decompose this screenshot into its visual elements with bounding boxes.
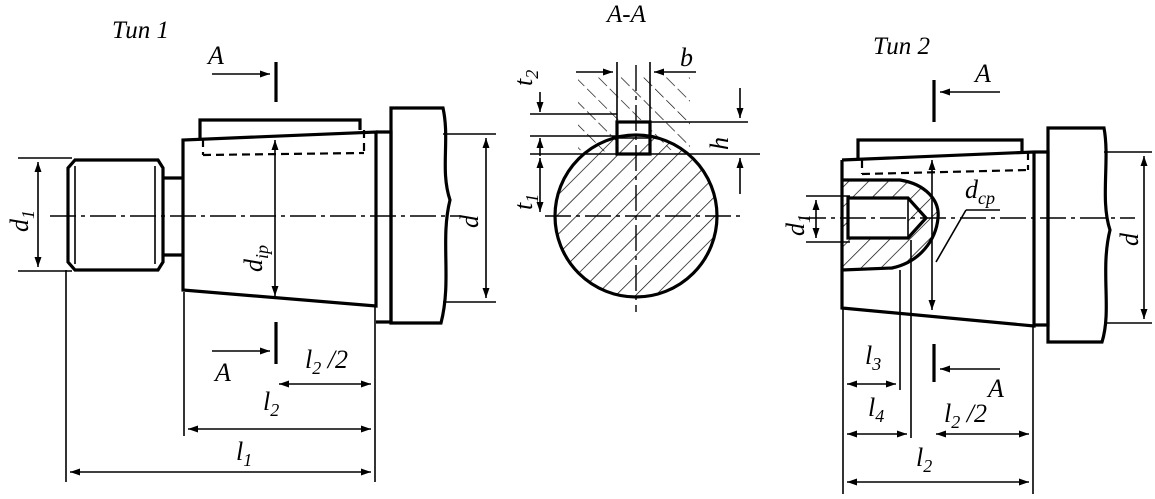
type1-thread bbox=[66, 158, 183, 272]
dim-t1: t1 bbox=[509, 158, 544, 212]
svg-text:d1: d1 bbox=[781, 214, 814, 236]
svg-text:А: А bbox=[213, 358, 231, 387]
svg-text:l2 /2: l2 /2 bbox=[944, 399, 987, 432]
dim-l2-half-type2: l2 /2 bbox=[936, 399, 1029, 438]
dim-d-type2: d bbox=[1104, 151, 1152, 324]
svg-text:l2: l2 bbox=[263, 387, 279, 420]
dim-l3: l3 bbox=[847, 341, 896, 388]
dim-d1-type2: d1 bbox=[781, 195, 850, 243]
svg-text:l3: l3 bbox=[865, 341, 881, 374]
hub-hatch bbox=[578, 76, 690, 152]
type1-section-mark-top: А bbox=[206, 41, 278, 102]
dim-l2-type2: l2 bbox=[847, 443, 1029, 486]
dim-h: h bbox=[705, 88, 744, 194]
type1-taper-body bbox=[181, 118, 378, 308]
dim-l2-type1: l2 bbox=[188, 387, 371, 433]
svg-text:h: h bbox=[705, 137, 734, 150]
svg-text:dcp: dcp bbox=[965, 175, 995, 208]
dim-l4: l4 bbox=[847, 393, 907, 438]
svg-text:d1: d1 bbox=[5, 210, 38, 232]
svg-text:d: d bbox=[1115, 232, 1144, 246]
dim-t2: t2 bbox=[509, 70, 544, 156]
type2-section-mark-bottom: А bbox=[932, 344, 1004, 403]
svg-text:l2: l2 bbox=[916, 443, 932, 476]
dim-d-type1: d bbox=[443, 133, 496, 303]
section-aa-view: А-А b t2 bbox=[509, 1, 760, 312]
section-title: А-А bbox=[605, 1, 647, 28]
svg-text:l1: l1 bbox=[236, 437, 252, 470]
svg-text:t1: t1 bbox=[509, 194, 542, 210]
type2-title: Тип 2 bbox=[873, 33, 930, 60]
type2-section-mark-top: А bbox=[932, 59, 1000, 122]
svg-text:dip: dip bbox=[239, 245, 272, 272]
dim-dcp: dcp bbox=[935, 175, 1000, 263]
type1-view: Тип 1 А bbox=[5, 17, 496, 482]
type1-section-mark-bottom: А bbox=[212, 322, 278, 387]
type2-view: Тип 2 А bbox=[781, 33, 1152, 494]
svg-text:А: А bbox=[973, 59, 991, 88]
svg-text:l4: l4 bbox=[868, 393, 884, 426]
svg-text:l2 /2: l2 /2 bbox=[305, 345, 348, 378]
dim-b: b bbox=[576, 43, 696, 76]
svg-text:d: d bbox=[455, 214, 484, 228]
type2-centre-hole bbox=[841, 178, 940, 272]
svg-text:А: А bbox=[986, 374, 1004, 403]
dim-l2-half-type1: l2 /2 bbox=[279, 345, 371, 388]
svg-text:t2: t2 bbox=[509, 70, 542, 86]
dim-dip: dip bbox=[239, 140, 279, 296]
svg-text:b: b bbox=[680, 43, 693, 72]
dim-d1-type1: d1 bbox=[5, 157, 72, 272]
type1-title: Тип 1 bbox=[112, 17, 169, 44]
svg-text:А: А bbox=[206, 41, 224, 70]
type2-collar bbox=[1034, 126, 1112, 344]
dim-l1: l1 bbox=[70, 437, 371, 476]
